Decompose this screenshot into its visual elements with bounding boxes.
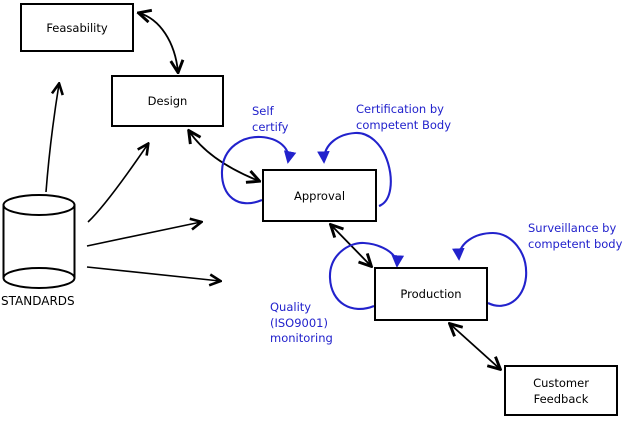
arrow-production-feedback (450, 324, 500, 369)
node-design: Design (111, 75, 224, 127)
annotation-certification-line1: Certification by (356, 102, 444, 116)
arrow-standards-design (87, 144, 148, 223)
annotation-self-certify: Self certify (252, 104, 288, 135)
annotation-quality-monitoring-line1: Quality (270, 300, 312, 314)
standards-cylinder (2, 194, 76, 289)
annotation-quality-monitoring: Quality (ISO9001) monitoring (270, 300, 333, 347)
node-customer-feedback: Customer Feedback (504, 365, 618, 416)
arrow-standards-production (86, 266, 220, 281)
arrow-standards-approval (86, 222, 201, 247)
loop-certification (317, 131, 392, 207)
loop-self-certify (220, 135, 297, 205)
annotation-self-certify-line1: Self (252, 104, 274, 118)
loop-quality-monitoring (328, 241, 405, 311)
annotation-surveillance-line1: Surveillance by (528, 221, 617, 235)
annotation-certification: Certification by competent Body (356, 102, 451, 133)
node-approval-label: Approval (293, 188, 346, 203)
node-customer-feedback-label-line1: Customer (533, 375, 589, 390)
node-customer-feedback-label-line2: Feedback (533, 391, 589, 406)
annotation-surveillance: Surveillance by competent body (528, 221, 622, 252)
node-design-label: Design (147, 94, 188, 108)
node-approval: Approval (262, 169, 377, 222)
annotation-self-certify-line2: certify (252, 119, 289, 134)
arrow-feasability-design (139, 13, 178, 72)
arrow-design-approval (189, 131, 259, 181)
arrow-standards-feasability (45, 84, 59, 193)
node-feasability-label: Feasability (46, 20, 108, 35)
annotation-surveillance-line2: competent body (528, 236, 623, 251)
annotation-quality-monitoring-line2: (ISO9001) (270, 315, 328, 330)
annotation-quality-monitoring-line3: monitoring (270, 331, 333, 345)
annotation-certification-line2: competent Body (356, 117, 452, 132)
standards-label: STANDARDS (1, 294, 75, 308)
node-production: Production (374, 267, 488, 321)
node-feasability: Feasability (20, 3, 134, 52)
node-production-label: Production (400, 287, 462, 301)
loop-surveillance (452, 231, 528, 307)
